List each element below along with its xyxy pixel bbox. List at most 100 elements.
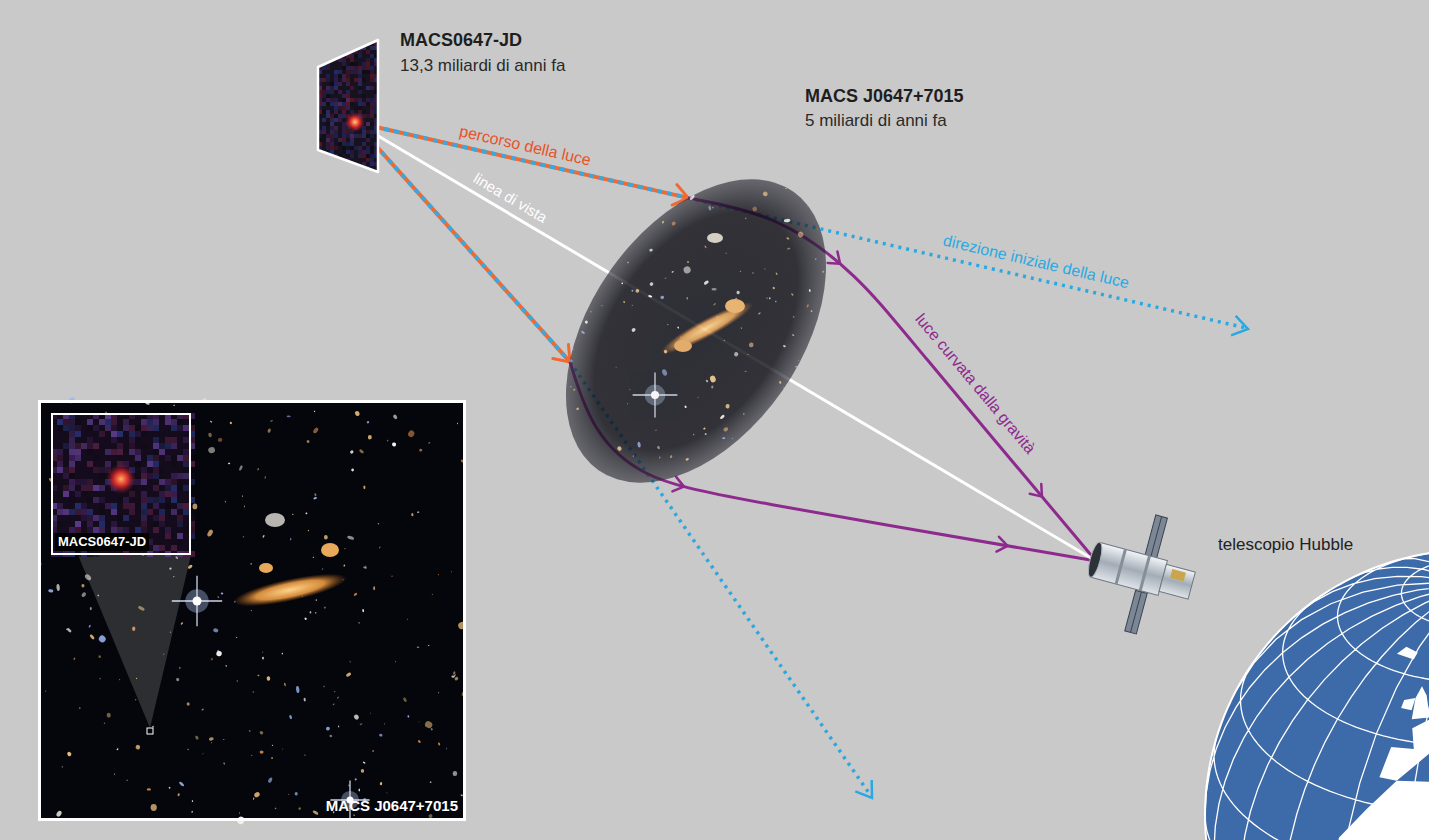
star-dot — [581, 330, 586, 334]
star-dot — [79, 707, 81, 709]
image-pixel — [358, 70, 362, 74]
image-pixel — [370, 86, 374, 90]
image-pixel — [370, 46, 374, 50]
galaxy-cluster — [512, 132, 879, 531]
image-pixel — [99, 527, 105, 533]
star-dot — [631, 327, 636, 332]
star-dot — [217, 438, 222, 443]
image-pixel — [322, 158, 326, 162]
star-dot — [259, 563, 273, 573]
image-pixel — [171, 533, 177, 539]
image-pixel — [342, 62, 346, 66]
land-mass — [1379, 643, 1429, 781]
image-pixel — [183, 461, 189, 467]
star-dot — [81, 584, 85, 588]
cluster-photo — [38, 396, 467, 826]
image-pixel — [111, 431, 117, 437]
star-dot — [312, 427, 319, 434]
star-dot — [671, 271, 674, 273]
glow-dot — [651, 391, 659, 399]
star-dot — [665, 200, 667, 201]
star-dot — [372, 750, 374, 752]
image-pixel — [99, 431, 105, 437]
image-pixel — [141, 467, 147, 473]
image-pixel — [75, 491, 81, 497]
highlight-wedge — [78, 555, 191, 728]
star-dot — [313, 496, 317, 499]
star-dot — [208, 432, 212, 437]
star-dot — [631, 305, 633, 307]
image-pixel — [153, 467, 159, 473]
image-pixel — [354, 54, 358, 58]
star-dot — [809, 289, 811, 292]
image-pixel — [63, 425, 69, 431]
star-dot — [736, 291, 740, 295]
image-pixel — [75, 425, 81, 431]
star-dot — [191, 811, 193, 813]
image-pixel — [342, 66, 346, 70]
star-dot — [745, 217, 747, 219]
image-pixel — [366, 146, 370, 150]
star-dot — [147, 788, 151, 790]
image-pixel — [123, 503, 129, 509]
image-pixel — [342, 134, 346, 138]
star-dot — [819, 335, 821, 336]
image-pixel — [330, 118, 334, 122]
image-pixel — [141, 431, 147, 437]
image-pixel — [129, 437, 135, 443]
image-pixel — [326, 170, 330, 174]
image-pixel — [330, 126, 334, 130]
image-pixel — [322, 66, 326, 70]
image-pixel — [370, 78, 374, 82]
image-pixel — [334, 86, 338, 90]
image-pixel — [326, 142, 330, 146]
image-pixel — [153, 473, 159, 479]
image-pixel — [370, 102, 374, 106]
image-pixel — [93, 485, 99, 491]
image-pixel — [314, 38, 318, 42]
star-dot — [417, 646, 420, 648]
star-dot — [661, 220, 664, 224]
star-dot — [379, 734, 383, 737]
star-dot — [649, 281, 654, 286]
image-pixel — [346, 42, 350, 46]
star-dot — [702, 181, 705, 184]
image-pixel — [135, 503, 141, 509]
star-dot — [709, 375, 716, 383]
image-pixel — [141, 479, 147, 485]
star-dot — [670, 455, 673, 459]
image-pixel — [334, 126, 338, 130]
image-pixel — [93, 467, 99, 473]
image-pixel — [350, 58, 354, 62]
star-dot — [453, 671, 456, 675]
open-arrowhead — [855, 780, 880, 804]
star-dot — [354, 410, 360, 417]
star-dot — [598, 262, 599, 264]
image-pixel — [350, 66, 354, 70]
star-dot — [332, 703, 334, 705]
image-pixel — [69, 455, 75, 461]
star-dot — [361, 769, 364, 773]
image-pixel — [81, 503, 87, 509]
image-pixel — [362, 78, 366, 82]
star-dot — [359, 449, 365, 454]
star-dot — [392, 414, 398, 420]
image-pixel — [342, 46, 346, 50]
star-dot — [740, 271, 742, 273]
image-pixel — [141, 527, 147, 533]
image-pixel — [334, 98, 338, 102]
star-dot — [292, 514, 294, 515]
image-pixel — [318, 166, 322, 170]
star-dot — [662, 200, 667, 205]
image-pixel — [177, 521, 183, 527]
star-dot — [326, 727, 330, 731]
star-dot — [267, 777, 273, 784]
image-pixel — [111, 419, 117, 425]
image-pixel — [338, 82, 342, 86]
image-pixel — [123, 425, 129, 431]
image-pixel — [117, 455, 123, 461]
image-pixel — [153, 515, 159, 521]
image-pixel — [87, 437, 93, 443]
image-pixel — [366, 154, 370, 158]
star-dot — [223, 739, 224, 740]
